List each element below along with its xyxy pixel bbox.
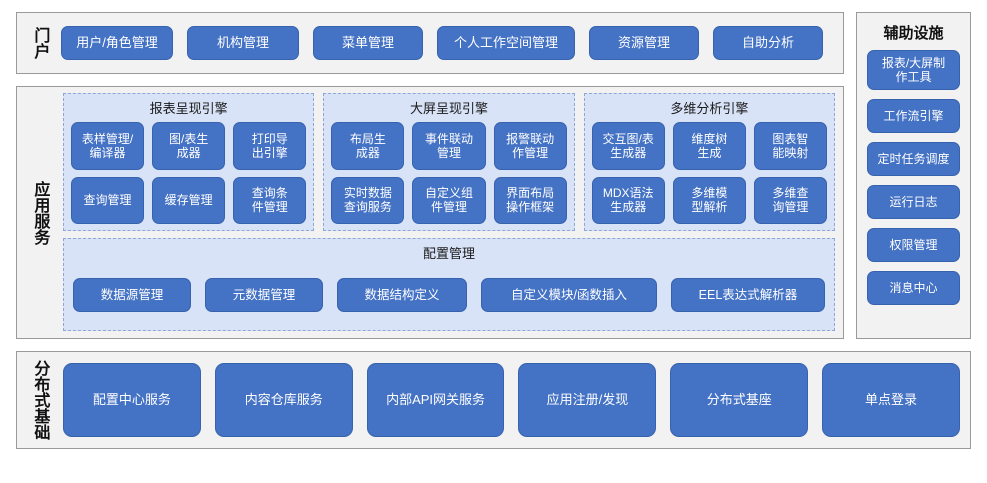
engine-button-ui-layout-operation-framework[interactable]: 界面布局 操作框架 (493, 176, 567, 224)
distributed-foundation-row: 配置中心服务 内容仓库服务 内部API网关服务 应用注册/发现 分布式基座 单点… (61, 352, 970, 448)
config-button-data-structure-definition[interactable]: 数据结构定义 (337, 278, 467, 312)
engine-button-multidimensional-model-parsing[interactable]: 多维模 型解析 (672, 176, 746, 224)
portal-button-self-service-analysis[interactable]: 自助分析 (713, 26, 823, 60)
dist-button-app-registration-discovery[interactable]: 应用注册/发现 (518, 363, 657, 437)
panel-bigscreen-rendering-engine-title: 大屏呈现引擎 (409, 101, 488, 116)
section-portal: 门户 用户/角色管理 机构管理 菜单管理 个人工作空间管理 资源管理 自助分析 (16, 12, 844, 74)
engine-button-print-export-engine[interactable]: 打印导 出引擎 (233, 122, 307, 170)
engine-button-cache-management[interactable]: 缓存管理 (152, 176, 226, 224)
panel-multidimensional-analysis-engine: 多维分析引擎 交互图/表 生成器 维度树 生成 图表智 能映射 MDX语法 生成… (583, 93, 835, 231)
aux-button-runtime-log[interactable]: 运行日志 (867, 185, 960, 219)
section-distributed-foundation: 分布式基础 配置中心服务 内容仓库服务 内部API网关服务 应用注册/发现 分布… (16, 351, 971, 449)
portal-button-org-management[interactable]: 机构管理 (187, 26, 299, 60)
engine-button-alarm-linkage-action-management[interactable]: 报警联动 作管理 (493, 122, 567, 170)
panel-configuration-management: 配置管理 数据源管理 元数据管理 数据结构定义 自定义模块/函数插入 EEL表达… (63, 238, 835, 331)
aux-button-workflow-engine[interactable]: 工作流引擎 (867, 99, 960, 133)
dist-button-distributed-base[interactable]: 分布式基座 (670, 363, 809, 437)
panel-configuration-management-title: 配置管理 (422, 246, 475, 261)
engine-button-dimension-tree-generation[interactable]: 维度树 生成 (672, 122, 746, 170)
engine-button-realtime-data-query-service[interactable]: 实时数据 查询服务 (331, 176, 405, 224)
aux-button-report-bigscreen-authoring-tool[interactable]: 报表/大屏制 作工具 (867, 50, 960, 90)
config-button-metadata-management[interactable]: 元数据管理 (205, 278, 323, 312)
engine-button-event-linkage-management[interactable]: 事件联动 管理 (412, 122, 486, 170)
panel-multidimensional-analysis-engine-title: 多维分析引擎 (670, 101, 749, 116)
portal-button-personal-workspace-management[interactable]: 个人工作空间管理 (437, 26, 575, 60)
engine-panel-row: 报表呈现引擎 表样管理/ 编译器 图/表生 成器 打印导 出引擎 查询管理 缓存… (63, 93, 835, 231)
section-auxiliary-title: 辅助设施 (883, 25, 944, 42)
section-application-services: 应用服务 报表呈现引擎 表样管理/ 编译器 图/表生 成器 打印导 出引擎 查询… (16, 86, 844, 339)
portal-button-user-role-management[interactable]: 用户/角色管理 (61, 26, 173, 60)
section-portal-label: 门户 (31, 27, 49, 59)
engine-button-layout-generator[interactable]: 布局生 成器 (331, 122, 405, 170)
dist-button-config-center-service[interactable]: 配置中心服务 (63, 363, 201, 437)
section-distributed-foundation-label: 分布式基础 (31, 360, 49, 440)
dist-button-single-sign-on[interactable]: 单点登录 (822, 363, 960, 437)
configuration-management-row: 数据源管理 元数据管理 数据结构定义 自定义模块/函数插入 EEL表达式解析器 (73, 268, 825, 322)
aux-button-scheduled-task-scheduler[interactable]: 定时任务调度 (867, 142, 960, 176)
application-services-body: 报表呈现引擎 表样管理/ 编译器 图/表生 成器 打印导 出引擎 查询管理 缓存… (61, 87, 843, 338)
panel-report-rendering-engine: 报表呈现引擎 表样管理/ 编译器 图/表生 成器 打印导 出引擎 查询管理 缓存… (63, 93, 315, 231)
engine-button-interactive-chart-table-generator[interactable]: 交互图/表 生成器 (591, 122, 665, 170)
panel-report-rendering-engine-title: 报表呈现引擎 (149, 101, 228, 116)
section-application-services-label: 应用服务 (31, 180, 49, 245)
panel-bigscreen-rendering-engine-grid: 布局生 成器 事件联动 管理 报警联动 作管理 实时数据 查询服务 自定义组 件… (331, 122, 567, 224)
panel-multidimensional-analysis-engine-grid: 交互图/表 生成器 维度树 生成 图表智 能映射 MDX语法 生成器 多维模 型… (591, 122, 827, 224)
dist-button-internal-api-gateway-service[interactable]: 内部API网关服务 (366, 363, 505, 437)
portal-button-menu-management[interactable]: 菜单管理 (313, 26, 423, 60)
section-auxiliary-facilities: 辅助设施 报表/大屏制 作工具 工作流引擎 定时任务调度 运行日志 权限管理 消… (856, 12, 971, 339)
engine-button-chart-table-generator[interactable]: 图/表生 成器 (152, 122, 226, 170)
engine-button-template-management-compiler[interactable]: 表样管理/ 编译器 (71, 122, 145, 170)
engine-button-query-condition-management[interactable]: 查询条 件管理 (233, 176, 307, 224)
config-button-eel-expression-parser[interactable]: EEL表达式解析器 (671, 278, 825, 312)
portal-button-resource-management[interactable]: 资源管理 (589, 26, 699, 60)
panel-bigscreen-rendering-engine: 大屏呈现引擎 布局生 成器 事件联动 管理 报警联动 作管理 实时数据 查询服务… (323, 93, 575, 231)
engine-button-mdx-syntax-generator[interactable]: MDX语法 生成器 (591, 176, 665, 224)
aux-button-permission-management[interactable]: 权限管理 (867, 228, 960, 262)
config-button-datasource-management[interactable]: 数据源管理 (73, 278, 191, 312)
engine-button-custom-component-management[interactable]: 自定义组 件管理 (412, 176, 486, 224)
portal-button-row: 用户/角色管理 机构管理 菜单管理 个人工作空间管理 资源管理 自助分析 (61, 13, 843, 73)
panel-report-rendering-engine-grid: 表样管理/ 编译器 图/表生 成器 打印导 出引擎 查询管理 缓存管理 查询条 … (71, 122, 307, 224)
engine-button-chart-smart-mapping[interactable]: 图表智 能映射 (753, 122, 827, 170)
config-button-custom-module-function-insert[interactable]: 自定义模块/函数插入 (481, 278, 657, 312)
dist-button-content-repository-service[interactable]: 内容仓库服务 (214, 363, 353, 437)
engine-button-query-management[interactable]: 查询管理 (71, 176, 145, 224)
aux-button-message-center[interactable]: 消息中心 (867, 271, 960, 305)
engine-button-multidimensional-query-management[interactable]: 多维查 询管理 (753, 176, 827, 224)
